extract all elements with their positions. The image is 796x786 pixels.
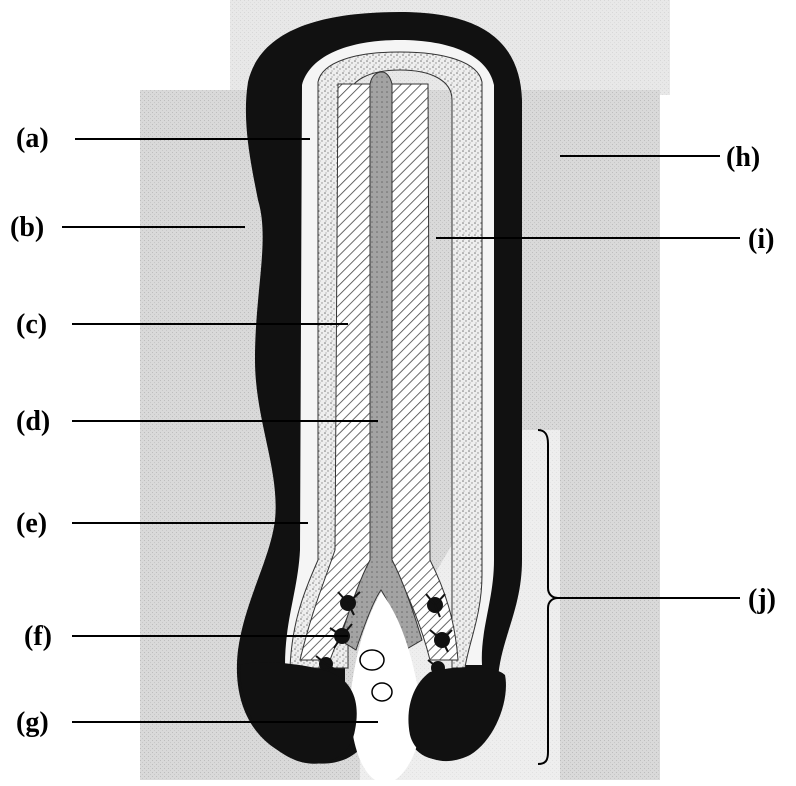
- label-c: (c): [16, 309, 47, 340]
- label-e: (e): [16, 508, 47, 539]
- label-h: (h): [726, 142, 760, 173]
- label-g: (g): [16, 707, 49, 738]
- label-i: (i): [748, 224, 774, 255]
- papilla-blob: [360, 650, 384, 670]
- label-d: (d): [16, 406, 50, 437]
- label-b: (b): [10, 212, 44, 243]
- papilla-blob: [372, 683, 392, 701]
- label-a: (a): [16, 123, 49, 154]
- label-j: (j): [748, 584, 776, 615]
- label-f: (f): [24, 621, 52, 652]
